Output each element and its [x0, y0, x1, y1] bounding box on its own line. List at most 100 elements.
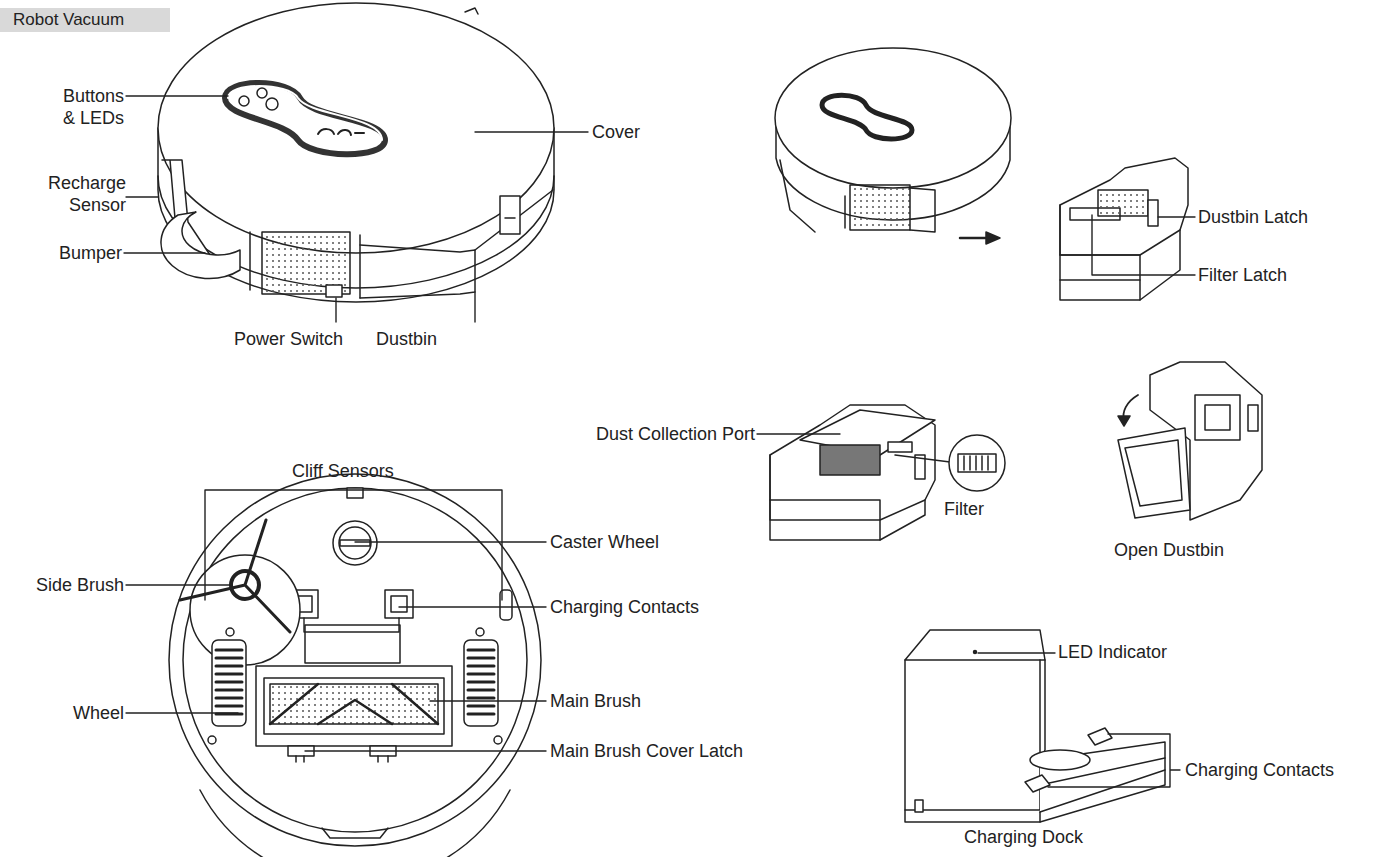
vacuum-bottom-view-shape: [180, 520, 290, 632]
vacuum-bottom-view-shape: [333, 521, 377, 565]
leader-line-shape: [475, 131, 588, 132]
vacuum-bottom-view-shape: [183, 488, 527, 832]
charging-dock-shape: [1040, 660, 1045, 760]
dustbin-with-filter-shape: [820, 445, 880, 475]
charging-dock-shape: [905, 660, 1040, 810]
vacuum-bottom-view: [169, 474, 541, 857]
vacuum-top-view-shape: [228, 86, 382, 140]
vacuum-dustbin-removed-shape: [780, 160, 845, 232]
vacuum-top-view-shape: [505, 217, 515, 219]
vacuum-dustbin-removed-shape: [910, 188, 935, 232]
vacuum-bottom-view-shape: [476, 628, 484, 636]
vacuum-bottom-view-shape: [264, 678, 444, 734]
view-caption: Open Dustbin: [1114, 539, 1224, 561]
vacuum-bottom-view-shape: [216, 650, 242, 714]
leader-line-shape: [1048, 734, 1180, 787]
vacuum-top-view-shape: [318, 129, 364, 135]
vacuum-bottom-view-shape: [340, 540, 370, 546]
charging-dock-shape: [905, 810, 1040, 822]
vacuum-top-view-shape: [250, 232, 360, 298]
vacuum-top-view: [158, 3, 554, 302]
dustbin-with-filter: [770, 405, 1005, 540]
open-dustbin-shape: [1118, 416, 1130, 426]
vacuum-top-view-shape: [266, 98, 278, 110]
part-label: Cover: [592, 121, 640, 143]
part-label: Caster Wheel: [550, 531, 659, 553]
open-dustbin-shape: [1205, 405, 1230, 430]
open-dustbin-shape: [1248, 405, 1258, 431]
vacuum-top-view-shape: [360, 245, 475, 298]
charging-dock-shape: [1088, 728, 1112, 745]
leader-line: [124, 96, 1195, 787]
part-label: LED Indicator: [1058, 641, 1167, 663]
vacuum-dustbin-removed-shape: [775, 48, 1011, 188]
part-label: Side Brush: [36, 574, 124, 596]
open-dustbin-shape: [1125, 440, 1182, 506]
charging-dock-shape: [915, 800, 923, 812]
leader-line-shape: [335, 298, 336, 322]
leader-line-shape: [126, 584, 232, 585]
charging-dock-shape: [974, 651, 977, 654]
dustbin-with-filter-shape: [888, 442, 912, 452]
leader-line-shape: [1092, 215, 1195, 275]
leader-line-shape: [124, 252, 205, 253]
leader-line-shape: [126, 95, 228, 96]
vacuum-bottom-view-shape: [305, 625, 400, 663]
open-dustbin-shape: [1195, 395, 1240, 440]
vacuum-dustbin-removed-shape: [1148, 200, 1158, 226]
leader-line-shape: [126, 712, 238, 713]
part-label: Dust Collection Port: [596, 423, 755, 445]
part-label: Filter: [944, 498, 984, 520]
vacuum-bottom-view-shape: [391, 596, 407, 612]
leader-line-shape: [126, 196, 158, 197]
charging-dock-shape: [1025, 775, 1050, 792]
vacuum-dustbin-removed-shape: [986, 232, 1000, 244]
part-label: Power Switch: [234, 328, 343, 350]
vacuum-bottom-view-shape: [339, 527, 371, 559]
part-label: Filter Latch: [1198, 264, 1287, 286]
leader-line-shape: [304, 607, 546, 632]
vacuum-top-view-shape: [326, 285, 342, 297]
vacuum-bottom-view-shape: [270, 684, 438, 724]
leader-line-shape: [355, 541, 546, 542]
part-label: Cliff Sensors: [292, 460, 394, 482]
leader-line-shape: [474, 292, 475, 322]
vacuum-dustbin-removed: [775, 48, 1188, 300]
vacuum-top-view-shape: [239, 96, 249, 106]
part-label: Wheel: [73, 702, 124, 724]
leader-line-shape: [305, 750, 546, 751]
dustbin-with-filter-shape: [958, 454, 996, 472]
dustbin-with-filter-shape: [770, 500, 880, 540]
part-label: Buttons & LEDs: [46, 85, 124, 129]
vacuum-dustbin-removed-shape: [1060, 158, 1188, 255]
vacuum-bottom-view-shape: [296, 756, 388, 762]
part-label: Dustbin: [376, 328, 437, 350]
view-caption: Charging Dock: [964, 826, 1083, 848]
vacuum-top-view-shape: [161, 212, 240, 279]
part-label: Charging Contacts: [550, 596, 699, 618]
open-dustbin: [1118, 362, 1262, 520]
section-band: Robot Vacuum: [0, 8, 170, 32]
dustbin-with-filter-shape: [895, 455, 950, 462]
vacuum-top-view-shape: [465, 8, 478, 14]
leader-line-shape: [430, 700, 546, 701]
vacuum-bottom-view-shape: [200, 790, 510, 857]
dustbin-with-filter-shape: [964, 456, 988, 470]
vacuum-dustbin-removed-shape: [850, 185, 910, 230]
dustbin-with-filter-shape: [770, 405, 935, 520]
vacuum-bottom-view-shape: [385, 590, 413, 618]
vacuum-bottom-view-shape: [494, 736, 502, 744]
charging-dock-shape: [1040, 770, 1165, 822]
vacuum-bottom-view-shape: [322, 828, 388, 838]
vacuum-dustbin-removed-shape: [1060, 255, 1140, 300]
open-dustbin-shape: [1118, 428, 1190, 518]
bracket-shape: [205, 490, 502, 600]
vacuum-dustbin-removed-shape: [822, 95, 912, 139]
charging-dock-shape: [1030, 750, 1090, 770]
vacuum-bottom-view-shape: [226, 628, 234, 636]
part-label: Main Brush Cover Latch: [550, 740, 743, 762]
leader-line-shape: [978, 652, 1055, 653]
vacuum-top-view-shape: [158, 3, 554, 253]
part-label: Charging Contacts: [1185, 759, 1334, 781]
